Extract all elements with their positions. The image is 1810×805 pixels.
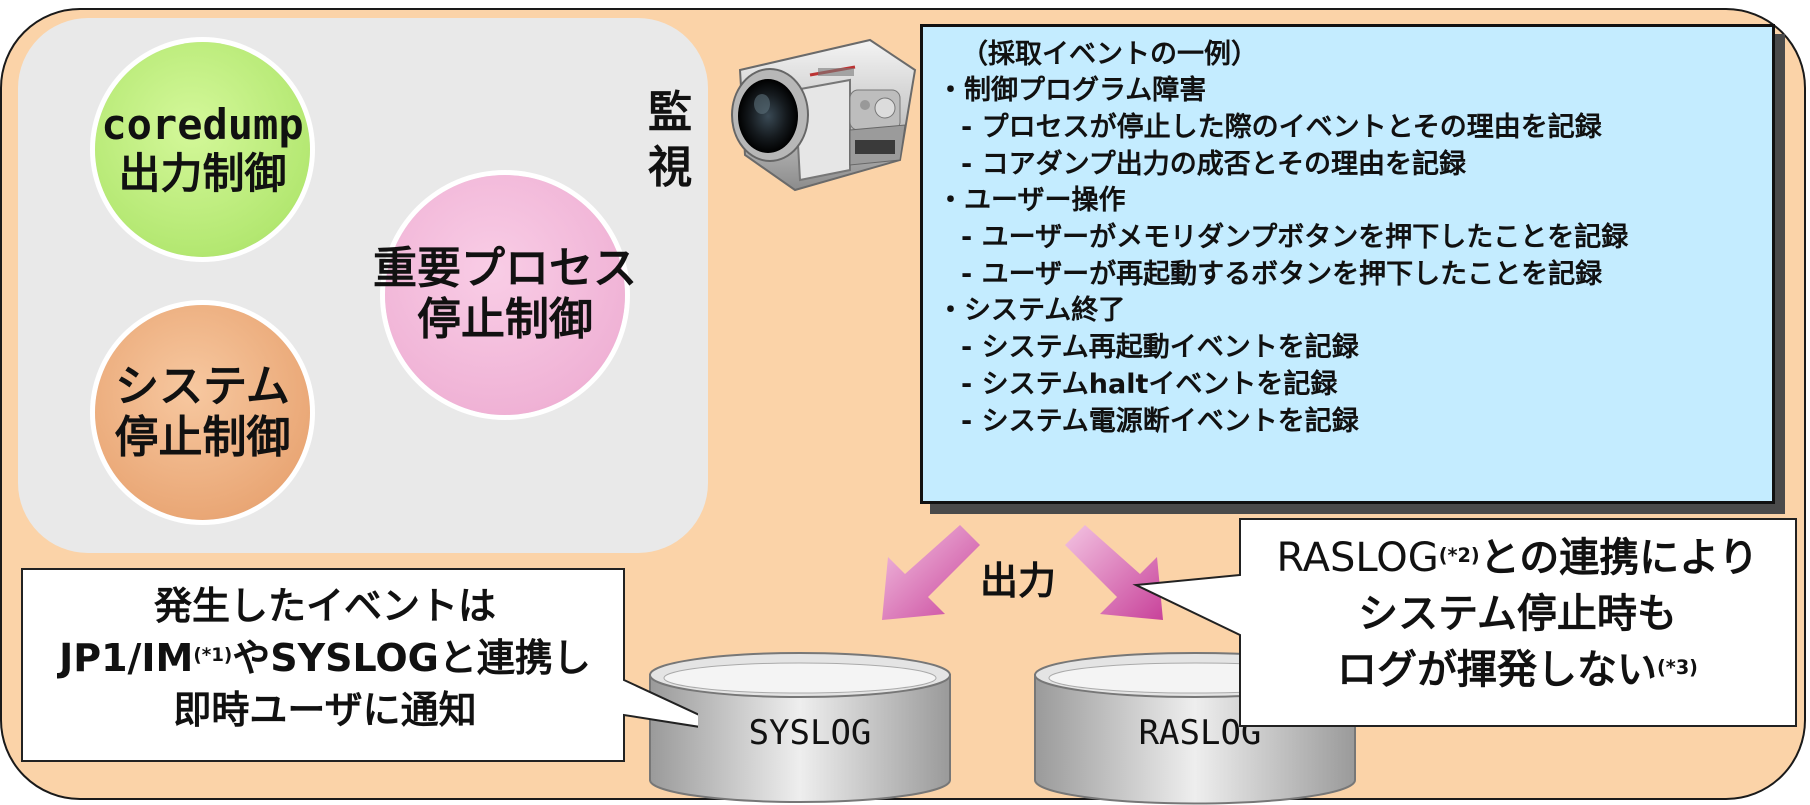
output-label: 出力: [980, 559, 1057, 603]
callout-line: RASLOG(*2)との連携により: [1240, 530, 1795, 586]
collected-events-box: （採取イベントの一例） ・制御プログラム障害 - プロセスが停止した際のイベント…: [920, 24, 1775, 504]
arrow-down-right-icon: [1065, 525, 1163, 620]
footnote-mark: (*3): [1657, 656, 1698, 679]
event-item: - システムhaltイベントを記録: [961, 369, 1338, 400]
callout-line: 発生したイベントは: [153, 584, 496, 628]
output-arrows: [882, 525, 1163, 620]
syslog-notification-callout: [21, 568, 698, 762]
event-item: - ユーザーが再起動するボタンを押下したことを記録: [961, 259, 1603, 290]
event-section: ・システム終了 - システム再起動イベントを記録 - システムhaltイベントを…: [937, 293, 1758, 440]
callout-text: やSYSLOGと連携し: [232, 636, 591, 680]
callout-line: システム停止時も: [1358, 591, 1677, 637]
system-stop-control-circle: システム 停止制御: [95, 305, 310, 520]
callout-text: との連携により: [1479, 535, 1759, 581]
monitoring-label-char: 監: [648, 87, 692, 138]
circle-label: システム: [115, 360, 290, 412]
event-section-title: ・ユーザー操作: [937, 185, 1126, 216]
circle-label: 出力制御: [118, 148, 287, 198]
raslog-persistence-text: RASLOG(*2)との連携により システム停止時も ログが揮発しない(*3): [1240, 530, 1795, 698]
event-item: - ユーザーがメモリダンプボタンを押下したことを記録: [961, 222, 1629, 253]
callout-text: RASLOG: [1276, 535, 1439, 581]
event-section: ・制御プログラム障害 - プロセスが停止した際のイベントとその理由を記録 - コ…: [937, 73, 1758, 183]
callout-line: 即時ユーザに通知: [173, 688, 477, 732]
event-item: - システム電源断イベントを記録: [961, 406, 1359, 437]
circle-label: 重要プロセス: [373, 243, 637, 295]
event-item: - プロセスが停止した際のイベントとその理由を記録: [961, 112, 1602, 143]
event-section-title: ・制御プログラム障害: [937, 75, 1207, 106]
event-section-title: ・システム終了: [937, 295, 1126, 326]
callout-text: JP1/IM: [59, 636, 194, 680]
syslog-label: SYSLOG: [748, 713, 872, 753]
critical-process-stop-control-circle: 重要プロセス 停止制御: [373, 175, 637, 415]
monitoring-label-char: 視: [648, 142, 692, 193]
circle-label: 停止制御: [417, 294, 593, 345]
event-item: - コアダンプ出力の成否とその理由を記録: [961, 149, 1466, 180]
callout-text: ログが揮発しない: [1337, 647, 1658, 693]
footnote-mark: (*2): [1438, 544, 1480, 567]
syslog-notification-text: 発生したイベントは JP1/IM(*1)やSYSLOGと連携し 即時ユーザに通知: [20, 580, 630, 736]
arrow-down-left-icon: [882, 525, 980, 620]
camcorder-icon: [731, 38, 917, 192]
callout-line: ログが揮発しない(*3): [1240, 642, 1795, 698]
footnote-mark: (*1): [193, 645, 233, 666]
callout-line: JP1/IM(*1)やSYSLOGと連携し: [20, 632, 630, 684]
coredump-output-control-circle: coredump 出力制御: [95, 42, 310, 257]
event-section: ・ユーザー操作 - ユーザーがメモリダンプボタンを押下したことを記録 - ユーザ…: [937, 183, 1758, 293]
monitoring-label: 監 視: [640, 85, 700, 195]
circle-label: coredump: [101, 100, 304, 150]
syslog-cylinder: [649, 652, 951, 803]
circle-label: 停止制御: [114, 411, 291, 463]
raslog-persistence-callout: [1132, 518, 1797, 727]
event-item: - システム再起動イベントを記録: [961, 332, 1359, 363]
events-box-heading: （採取イベントの一例）: [961, 39, 1258, 70]
